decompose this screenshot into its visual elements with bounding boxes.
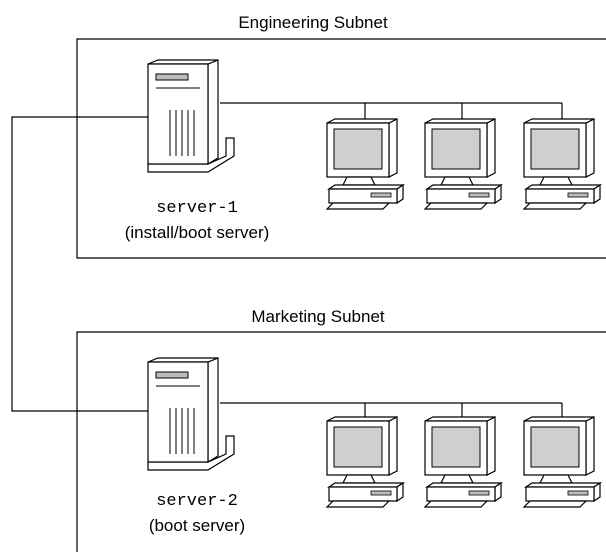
workstation-icon: [326, 118, 404, 210]
subnet-boundary: [76, 38, 606, 259]
workstation-icon: [424, 416, 502, 508]
server-name: server-1: [156, 199, 238, 218]
subnet-title: Marketing Subnet: [251, 307, 385, 326]
server-icon: [147, 59, 235, 173]
server-icon: [147, 357, 235, 471]
subnet-title: Engineering Subnet: [238, 13, 388, 32]
subnet-marketing: Marketing Subnet server-2 (boot server): [76, 307, 606, 552]
subnet-boundary: [76, 331, 606, 552]
server-role: (boot server): [149, 516, 245, 535]
inter-subnet-link: [11, 116, 148, 412]
server-name: server-2: [156, 492, 238, 511]
workstation-icon: [523, 416, 601, 508]
workstation-icon: [424, 118, 502, 210]
workstation-icon: [326, 416, 404, 508]
server-role: (install/boot server): [125, 223, 270, 242]
subnet-engineering: Engineering Subnet server-1 (install/boo…: [76, 13, 606, 259]
workstation-icon: [523, 118, 601, 210]
